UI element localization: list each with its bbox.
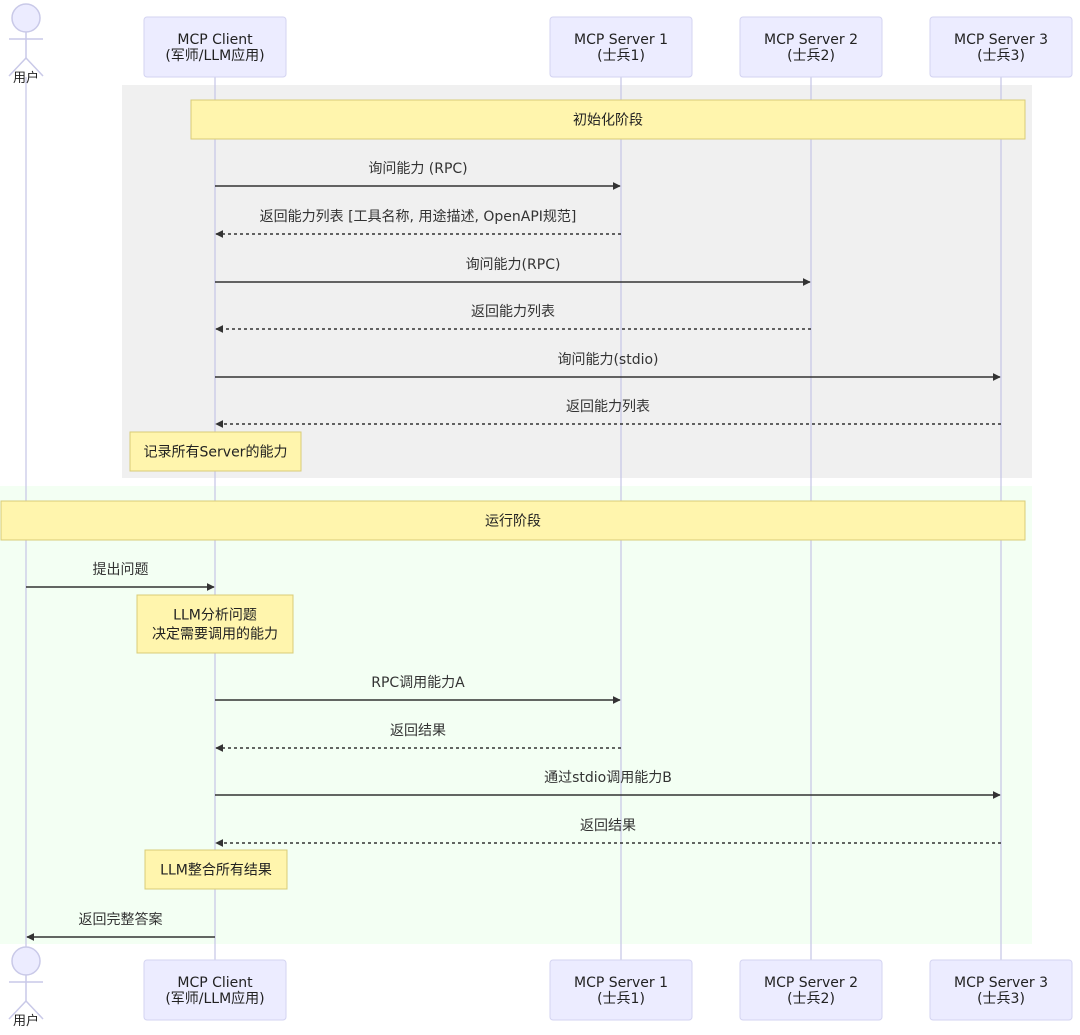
message-9: 返回结果 <box>215 723 621 752</box>
user-head-icon <box>11 3 41 33</box>
message-5: 询问能力(stdio) <box>215 352 1001 381</box>
s3-participant-label: (士兵3) <box>977 991 1025 1007</box>
client-participant-label: (军师/LLM应用) <box>165 47 264 64</box>
message-label: 询问能力(stdio) <box>557 352 658 368</box>
user-label: 用户 <box>13 1013 39 1029</box>
note-text: 运行阶段 <box>485 514 541 530</box>
message-label: 返回能力列表 <box>471 304 555 320</box>
user-actor-top: 用户 <box>8 3 44 86</box>
note-text: 记录所有Server的能力 <box>144 445 288 461</box>
message-label: 返回能力列表 <box>566 399 650 415</box>
note-merge: LLM整合所有结果 <box>144 849 288 890</box>
s1-participant-label: (士兵1) <box>597 48 645 64</box>
message-label: 提出问题 <box>93 562 149 578</box>
note-run-phase: 运行阶段 <box>0 500 1026 541</box>
s2-participant-label: MCP Server 2 <box>764 975 858 991</box>
s2-participant-top: MCP Server 2(士兵2) <box>739 16 883 78</box>
message-label: 返回结果 <box>580 818 636 834</box>
message-12: 返回完整答案 <box>26 911 215 941</box>
client-participant-label: MCP Client <box>177 975 253 991</box>
message-8: RPC调用能力A <box>215 675 621 704</box>
message-label: 返回能力列表 [工具名称, 用途描述, OpenAPI规范] <box>260 208 577 225</box>
note-box <box>136 594 294 654</box>
s2-participant-label: (士兵2) <box>787 48 835 64</box>
message-3: 询问能力(RPC) <box>215 257 811 286</box>
s1-participant-box <box>549 16 693 78</box>
s2-participant-box <box>739 16 883 78</box>
user-leg-icon <box>25 1000 44 1020</box>
message-4: 返回能力列表 <box>215 304 811 333</box>
message-10: 通过stdio调用能力B <box>215 770 1001 799</box>
message-7: 提出问题 <box>26 562 215 591</box>
message-2: 返回能力列表 [工具名称, 用途描述, OpenAPI规范] <box>215 208 621 238</box>
note-box <box>144 849 288 890</box>
s3-participant-label: MCP Server 3 <box>954 32 1048 48</box>
message-label: 询问能力(RPC) <box>466 257 561 273</box>
note-box <box>190 99 1026 140</box>
note-box <box>129 431 302 472</box>
message-label: 询问能力 (RPC) <box>368 161 467 177</box>
message-1: 询问能力 (RPC) <box>215 161 621 190</box>
message-label: 通过stdio调用能力B <box>544 770 672 786</box>
message-label: 返回完整答案 <box>79 911 163 928</box>
s1-participant-box <box>549 959 693 1021</box>
user-head-icon <box>11 946 41 976</box>
user-actor-bottom: 用户 <box>8 946 44 1029</box>
note-text: LLM分析问题 <box>173 608 257 624</box>
note-text: 决定需要调用的能力 <box>152 627 278 643</box>
note-record: 记录所有Server的能力 <box>129 431 302 472</box>
client-participant-label: MCP Client <box>177 32 253 48</box>
client-participant-box <box>143 16 287 78</box>
user-leg-icon <box>8 1000 27 1020</box>
s3-participant-label: MCP Server 3 <box>954 975 1048 991</box>
s1-participant-label: MCP Server 1 <box>574 975 668 991</box>
client-participant-label: (军师/LLM应用) <box>165 990 264 1007</box>
s1-participant-top: MCP Server 1(士兵1) <box>549 16 693 78</box>
s3-participant-bottom: MCP Server 3(士兵3) <box>929 959 1073 1021</box>
message-label: 返回结果 <box>390 723 446 739</box>
s1-participant-label: (士兵1) <box>597 991 645 1007</box>
client-participant-bottom: MCP Client(军师/LLM应用) <box>143 959 287 1021</box>
note-box <box>0 500 1026 541</box>
client-participant-box <box>143 959 287 1021</box>
s2-participant-label: MCP Server 2 <box>764 32 858 48</box>
s2-participant-bottom: MCP Server 2(士兵2) <box>739 959 883 1021</box>
s2-participant-box <box>739 959 883 1021</box>
user-leg-icon <box>8 57 27 77</box>
message-11: 返回结果 <box>215 818 1001 847</box>
client-participant-top: MCP Client(军师/LLM应用) <box>143 16 287 78</box>
s1-participant-bottom: MCP Server 1(士兵1) <box>549 959 693 1021</box>
message-label: RPC调用能力A <box>371 675 465 691</box>
s2-participant-label: (士兵2) <box>787 991 835 1007</box>
s1-participant-label: MCP Server 1 <box>574 32 668 48</box>
s3-participant-label: (士兵3) <box>977 48 1025 64</box>
note-text: LLM整合所有结果 <box>160 863 272 879</box>
note-init-phase: 初始化阶段 <box>190 99 1026 140</box>
user-leg-icon <box>25 57 44 77</box>
user-label: 用户 <box>13 70 39 86</box>
message-6: 返回能力列表 <box>215 399 1001 428</box>
s3-participant-box <box>929 16 1073 78</box>
note-text: 初始化阶段 <box>573 112 643 129</box>
s3-participant-box <box>929 959 1073 1021</box>
s3-participant-top: MCP Server 3(士兵3) <box>929 16 1073 78</box>
